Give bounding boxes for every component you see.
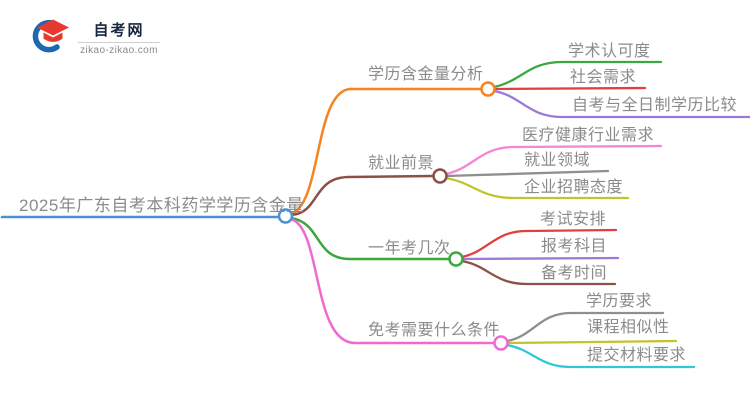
logo-domain: zikao-zikao.com [80, 45, 158, 56]
branch-3-label[interactable]: 一年考几次 [368, 240, 451, 257]
branch-1-child-3-line [492, 89, 750, 119]
branch-3-child-3-label[interactable]: 备考时间 [541, 265, 608, 282]
root-node-label[interactable]: 2025年广东自考本科药学学历含金量 [19, 196, 304, 215]
branch-1-child-2-label[interactable]: 社会需求 [570, 69, 637, 86]
branch-4-label[interactable]: 免考需要什么条件 [368, 322, 501, 339]
branch-3-child-2-label[interactable]: 报考科目 [541, 238, 608, 255]
logo[interactable]: 自考网 zikao-zikao.com [30, 17, 160, 56]
branch-4-child-2-label[interactable]: 课程相似性 [587, 319, 670, 336]
branch-2-collapse-circle[interactable] [432, 168, 448, 184]
branch-2-child-3-line [444, 176, 630, 200]
branch-3-child-3-line [460, 259, 617, 286]
graduation-cap-logo-icon [32, 19, 69, 53]
branch-3-child-2-line [460, 256, 620, 261]
branch-1-child-1-label[interactable]: 学术认可度 [568, 43, 651, 60]
branch-4-curve [289, 217, 496, 345]
branch-3-child-1-line [460, 228, 618, 259]
logo-title: 自考网 [93, 22, 145, 39]
branch-2-child-1-line [444, 144, 663, 176]
branch-4-child-1-label[interactable]: 学历要求 [586, 293, 653, 310]
branch-1-child-1-line [492, 60, 663, 89]
branch-4-child-3-label[interactable]: 提交材料要求 [587, 347, 687, 364]
branch-2-child-2-line [444, 169, 610, 178]
branch-2-child-2-label[interactable]: 就业领域 [524, 152, 591, 169]
branch-2-child-3-label[interactable]: 企业招聘态度 [524, 179, 624, 196]
branch-3-child-1-label[interactable]: 考试安排 [540, 211, 607, 228]
branch-1-child-3-label[interactable]: 自考与全日制学历比较 [572, 97, 738, 114]
branch-1-collapse-circle[interactable] [480, 81, 496, 97]
branch-4-collapse-circle[interactable] [493, 335, 509, 351]
branch-1-child-2-line [492, 86, 647, 91]
branch-3-curve [289, 216, 451, 261]
branch-2-child-1-label[interactable]: 医疗健康行业需求 [522, 127, 655, 144]
branch-4-child-2-line [505, 339, 678, 345]
branch-4-child-1-line [505, 311, 665, 343]
branch-3-collapse-circle[interactable] [448, 251, 464, 267]
branch-4-child-3-line [505, 343, 696, 369]
branch-2-label[interactable]: 就业前景 [368, 155, 435, 172]
branch-1-label[interactable]: 学历含金量分析 [368, 66, 484, 83]
root-collapse-circle[interactable] [277, 208, 294, 224]
branch-1-curve [289, 87, 483, 216]
branch-2-curve [289, 174, 435, 217]
logo-divider [78, 42, 160, 43]
